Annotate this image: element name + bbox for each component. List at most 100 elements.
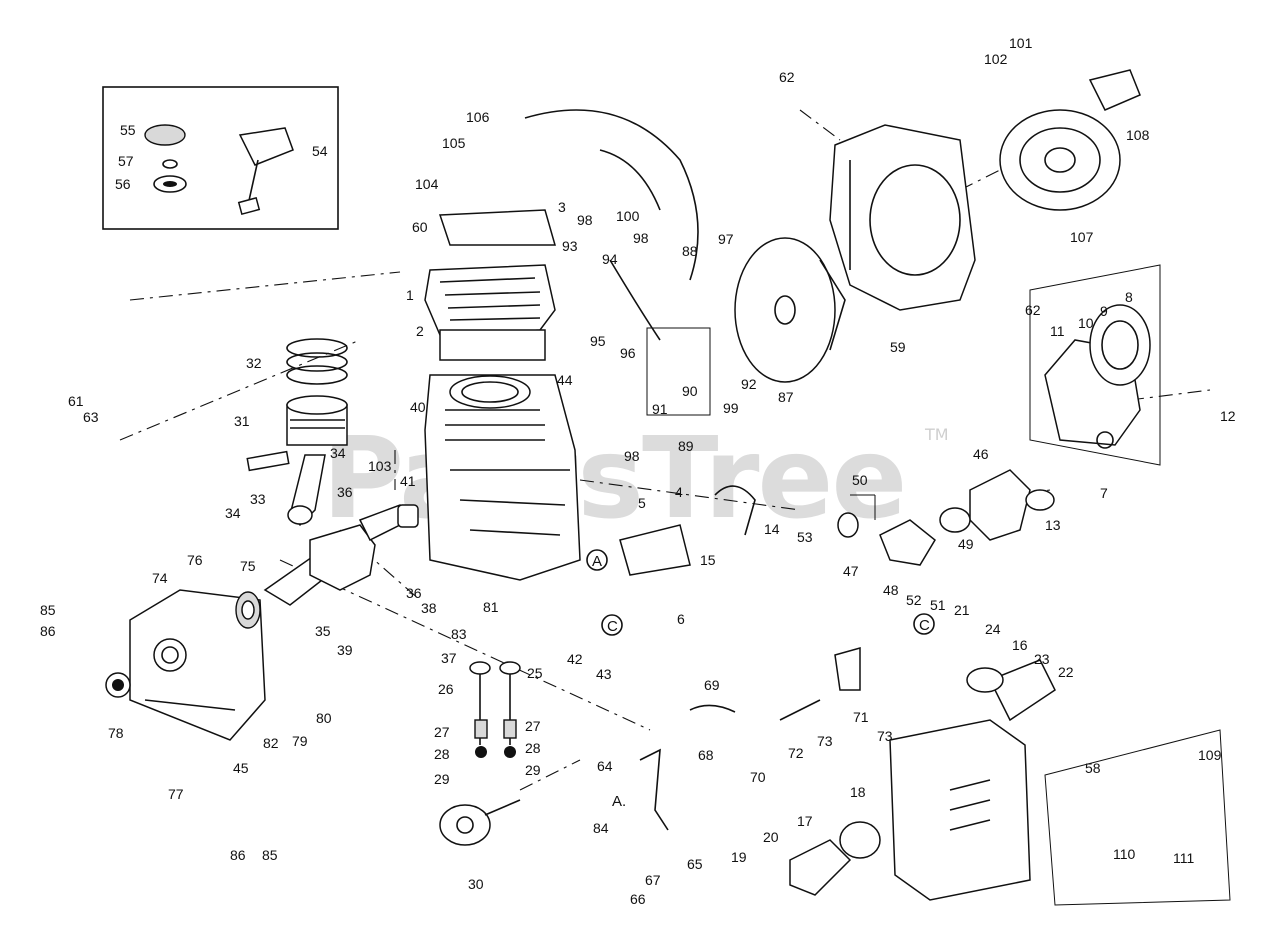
- part-number-label: 98: [624, 448, 640, 464]
- part-number-label: 5: [638, 495, 646, 511]
- crankshaft: [263, 504, 419, 606]
- crankcase-cover: [105, 589, 266, 741]
- part-number-label: 4: [675, 484, 683, 500]
- callout-A-circle: A: [586, 549, 608, 571]
- part-number-label: 58: [1085, 760, 1101, 776]
- part-number-label: 107: [1070, 229, 1094, 245]
- governor-parts: [639, 647, 861, 831]
- part-number-label: 24: [985, 621, 1001, 637]
- part-number-label: 23: [1034, 651, 1050, 667]
- part-number-label: 111: [1173, 850, 1194, 866]
- part-number-label: 28: [434, 746, 450, 762]
- flywheel: [734, 237, 846, 383]
- part-number-label: 17: [797, 813, 813, 829]
- part-number-label: 59: [890, 339, 906, 355]
- part-number-label: 15: [700, 552, 716, 568]
- part-number-label: 74: [152, 570, 168, 586]
- part-number-label: 52: [906, 592, 922, 608]
- part-number-label: 62: [1025, 302, 1041, 318]
- part-number-label: 1: [406, 287, 414, 303]
- part-number-label: 90: [682, 383, 698, 399]
- part-number-label: 35: [315, 623, 331, 639]
- part-number-label: 32: [246, 355, 262, 371]
- part-number-label: 53: [797, 529, 813, 545]
- part-number-label: 79: [292, 733, 308, 749]
- carburetor: [837, 469, 1055, 566]
- part-number-label: 26: [438, 681, 454, 697]
- part-number-label: 50: [852, 472, 868, 488]
- fuel-line: [524, 109, 699, 341]
- part-number-label: 63: [83, 409, 99, 425]
- part-number-label: 46: [973, 446, 989, 462]
- part-number-label: 85: [40, 602, 56, 618]
- part-number-label: 67: [645, 872, 661, 888]
- part-number-label: 42: [567, 651, 583, 667]
- part-number-label: 92: [741, 376, 757, 392]
- callout-C-circle-2: C: [913, 613, 935, 635]
- part-number-label: 94: [602, 251, 618, 267]
- part-number-label: 2: [416, 323, 424, 339]
- callout-C-text: C: [607, 618, 618, 635]
- part-number-label: 34: [330, 445, 346, 461]
- part-number-label: 88: [682, 243, 698, 259]
- part-number-label: 91: [652, 401, 668, 417]
- part-number-label: 99: [723, 400, 739, 416]
- part-number-label: 51: [930, 597, 946, 613]
- engine-block: [424, 209, 581, 581]
- part-number-label: 97: [718, 231, 734, 247]
- part-number-label: 68: [698, 747, 714, 763]
- part-number-label: 103: [368, 458, 392, 474]
- bracket-boxes: [646, 264, 1231, 906]
- part-number-label: 75: [240, 558, 256, 574]
- part-number-label: 7: [1100, 485, 1108, 501]
- part-number-label: 62: [779, 69, 795, 85]
- part-number-label: 43: [596, 666, 612, 682]
- part-number-label: 14: [764, 521, 780, 537]
- part-number-label: 57: [118, 153, 134, 169]
- part-number-label: 106: [466, 109, 490, 125]
- part-number-label: 105: [442, 135, 466, 151]
- part-number-label: 89: [678, 438, 694, 454]
- part-number-label: 77: [168, 786, 184, 802]
- part-number-label: 31: [234, 413, 250, 429]
- inset-box: [102, 86, 339, 230]
- part-number-label: 39: [337, 642, 353, 658]
- part-number-label: 30: [468, 876, 484, 892]
- part-number-label: 56: [115, 176, 131, 192]
- part-number-label: 71: [853, 709, 869, 725]
- part-number-label: 81: [483, 599, 499, 615]
- part-number-label: 64: [597, 758, 613, 774]
- part-number-label: 86: [230, 847, 246, 863]
- part-number-label: 66: [630, 891, 646, 907]
- part-number-label: 3: [558, 199, 566, 215]
- part-number-label: 109: [1198, 747, 1222, 763]
- part-number-label: 36: [406, 585, 422, 601]
- muffler: [789, 659, 1056, 901]
- part-number-label: 55: [120, 122, 136, 138]
- part-number-label: 18: [850, 784, 866, 800]
- part-number-label: 40: [410, 399, 426, 415]
- part-number-label: 96: [620, 345, 636, 361]
- part-number-label: 36: [337, 484, 353, 500]
- part-number-label: 10: [1078, 315, 1094, 331]
- recoil-starter: [999, 69, 1141, 211]
- part-number-label: 95: [590, 333, 606, 349]
- part-number-label: 9: [1100, 303, 1108, 319]
- part-number-label: 98: [577, 212, 593, 228]
- part-number-label: 16: [1012, 637, 1028, 653]
- part-number-label: 49: [958, 536, 974, 552]
- part-number-label: 70: [750, 769, 766, 785]
- part-number-label: 41: [400, 473, 416, 489]
- part-number-label: 19: [731, 849, 747, 865]
- blower-housing: [829, 124, 976, 311]
- air-cleaner: [1044, 304, 1151, 449]
- callout-C-circle: C: [601, 614, 623, 636]
- valve-train: [439, 661, 521, 846]
- part-number-label: 6: [677, 611, 685, 627]
- part-number-label: 21: [954, 602, 970, 618]
- part-number-label: 102: [984, 51, 1008, 67]
- part-number-label: 48: [883, 582, 899, 598]
- part-number-label: 104: [415, 176, 439, 192]
- part-number-label: 61: [68, 393, 84, 409]
- watermark-trademark: TM: [924, 425, 949, 444]
